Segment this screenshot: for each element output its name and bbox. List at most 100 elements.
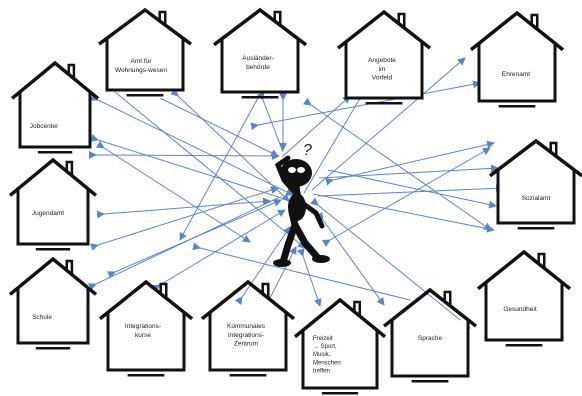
house-chimney <box>159 282 168 299</box>
connection-arrow <box>269 246 297 299</box>
house-label-line: behörde <box>246 64 270 71</box>
house-label-line: treffen <box>313 368 330 374</box>
house-label-line: Freizeit <box>313 336 333 342</box>
house-wall <box>16 288 90 345</box>
connection-arrow <box>170 88 290 202</box>
house-jugendamt: Jugendamt <box>8 157 98 251</box>
house-label-line: Sprache <box>418 335 443 342</box>
house-wall <box>16 189 90 246</box>
house-label-line: Jobcenter <box>30 123 59 130</box>
house-label-line: Amt für <box>131 58 153 65</box>
arrow-layer <box>87 57 504 329</box>
connection-arrow <box>296 248 322 307</box>
house-roof <box>469 10 565 52</box>
house-roof <box>98 279 194 321</box>
house-chimney <box>65 160 74 176</box>
house-shadow <box>127 374 165 377</box>
house-roof <box>336 9 432 50</box>
house-roof <box>212 7 308 47</box>
house-roof <box>382 287 478 328</box>
house-label-ehrenamt: Ehrenamt <box>502 71 530 78</box>
house-shadow <box>35 248 71 251</box>
house-sozialamt: Sozialamt <box>488 138 582 230</box>
house-wall <box>477 43 557 103</box>
connection-arrow <box>90 186 279 251</box>
house-label-jugendamt: Jugendamt <box>32 210 64 217</box>
connection-arrow <box>96 197 271 219</box>
house-wall <box>220 38 300 94</box>
house-ehrenamt: Ehrenamt <box>469 10 565 108</box>
house-roof <box>488 138 582 178</box>
connection-arrow <box>310 197 471 329</box>
house-roof <box>97 7 193 46</box>
house-shadow <box>37 151 73 154</box>
house-integrationskurs: Integrations-kurse <box>98 279 194 377</box>
house-wall <box>390 320 470 378</box>
house-wall <box>18 92 92 149</box>
house-roof <box>200 279 296 321</box>
house-label-jobcenter: Jobcenter <box>30 123 59 130</box>
house-chimney <box>549 141 558 157</box>
house-label-sprache: Sprache <box>418 335 443 342</box>
house-label-line: Gesundheit <box>503 306 536 313</box>
house-wall <box>105 38 185 92</box>
connection-arrow <box>325 140 495 186</box>
house-label-line: → Sport, <box>313 344 337 350</box>
house-wall <box>208 312 288 372</box>
house-chimney <box>530 13 539 30</box>
connection-arrow <box>179 97 259 241</box>
house-label-integrationskurs: Integrations-kurse <box>125 323 161 339</box>
connection-arrow <box>256 92 284 153</box>
house-wall <box>106 312 186 372</box>
house-shadow <box>411 380 449 383</box>
house-chimney <box>65 259 74 275</box>
house-label-sozialamt: Sozialamt <box>522 195 551 202</box>
house-shadow <box>498 105 536 108</box>
house-wall <box>344 42 424 100</box>
connection-arrow <box>281 95 351 158</box>
house-roof <box>476 249 572 291</box>
house-chimney <box>158 10 167 25</box>
house-wall <box>301 330 379 390</box>
connection-arrow <box>317 184 504 197</box>
house-shadow <box>517 227 555 230</box>
house-chimney <box>397 12 406 28</box>
connection-arrow <box>315 211 385 306</box>
house-chimney <box>353 300 362 317</box>
house-shadow <box>365 102 403 105</box>
house-shadow <box>229 374 267 377</box>
house-label-gesundheit: Gesundheit <box>503 306 536 313</box>
house-roof <box>10 60 100 100</box>
house-shadow <box>35 347 71 350</box>
house-schule: Schule <box>8 256 98 350</box>
house-jobcenter: Jobcenter <box>10 60 100 154</box>
house-chimney <box>261 282 270 299</box>
house-label-line: Zentrum <box>234 341 258 348</box>
house-shadow <box>126 94 164 97</box>
connection-arrow <box>95 140 251 243</box>
house-wall <box>484 282 564 342</box>
house-label-auslaenderbehoerde: Ausländer-behörde <box>242 55 273 71</box>
house-label-line: Musik, <box>313 352 331 358</box>
connection-arrow <box>192 242 411 301</box>
connection-arrow <box>114 91 306 249</box>
thinking-person-figure: ? <box>273 142 330 267</box>
connection-arrow <box>88 150 280 160</box>
house-auslaenderbehoerde: Ausländer-behörde <box>212 7 308 99</box>
house-label-line: kurse <box>135 332 151 339</box>
house-label-line: im <box>379 66 386 73</box>
house-label-line: Ausländer- <box>242 55 273 62</box>
house-label-line: Sozialamt <box>522 195 551 202</box>
house-gesundheit: Gesundheit <box>476 249 572 347</box>
house-roof <box>8 157 98 197</box>
house-label-line: Schule <box>32 314 52 321</box>
house-shadow <box>505 344 543 347</box>
house-roof <box>8 256 98 296</box>
